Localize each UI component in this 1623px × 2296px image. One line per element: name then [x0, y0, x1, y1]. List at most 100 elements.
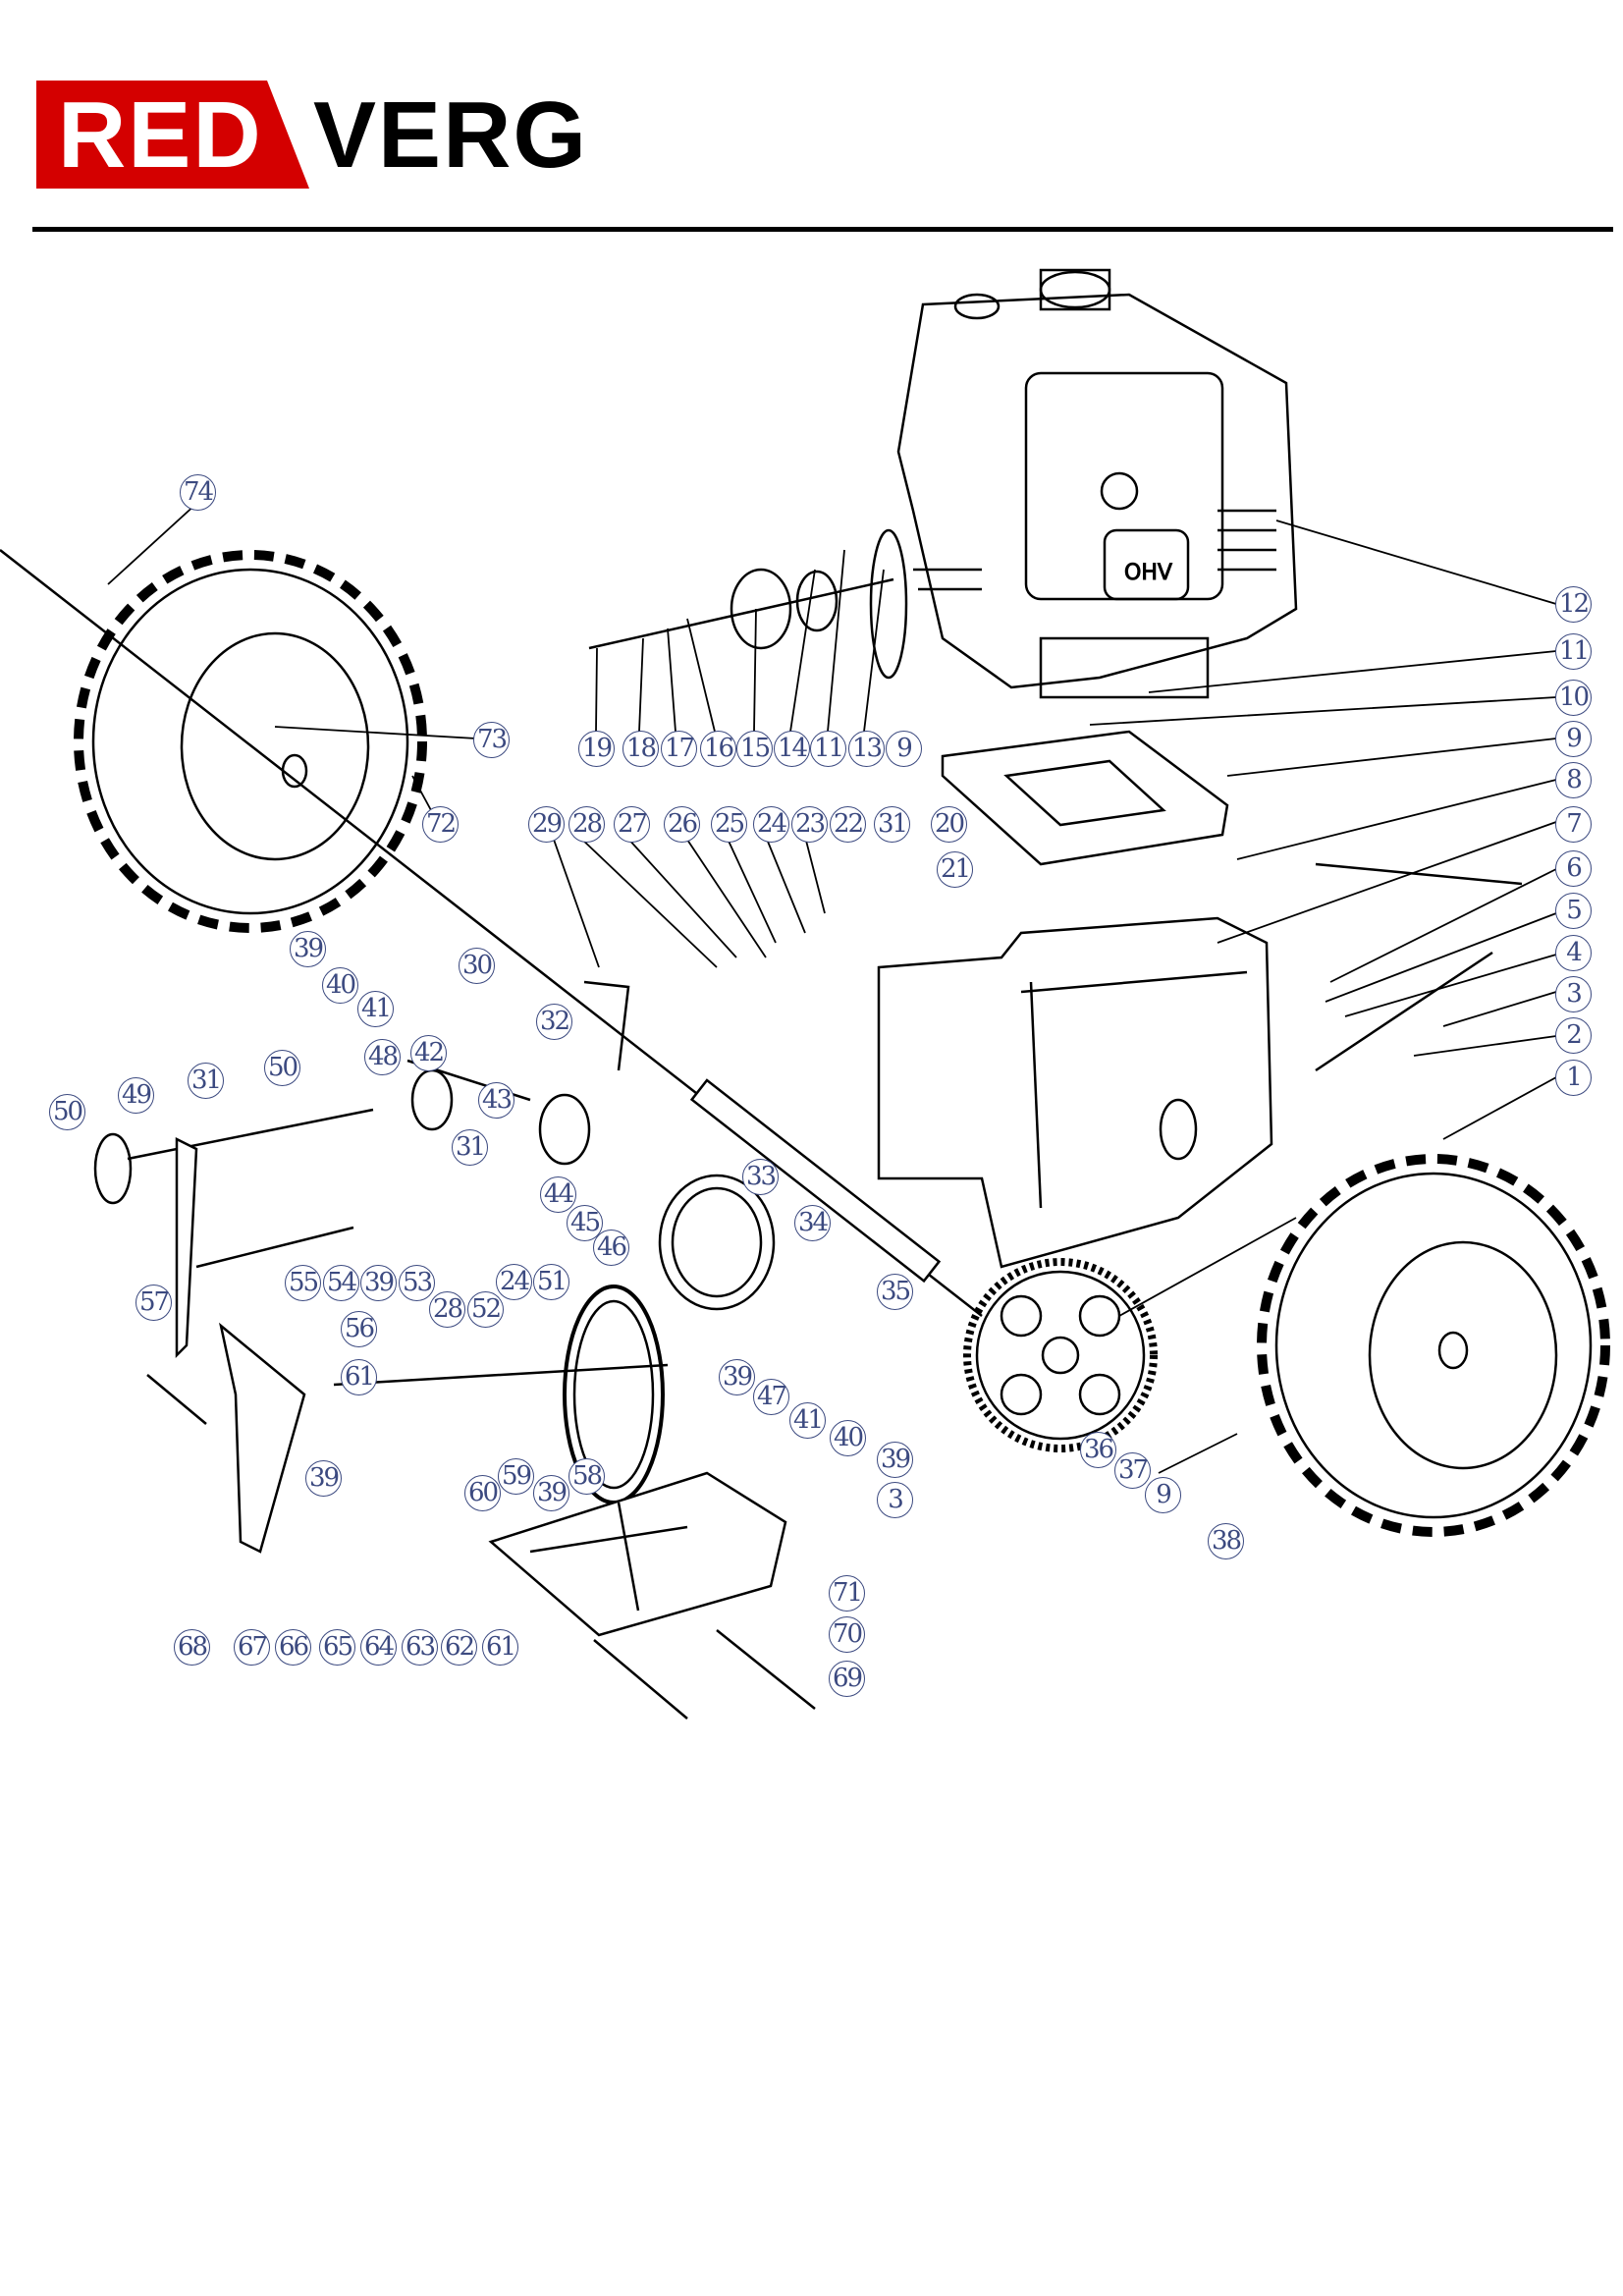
part-callout: 44	[540, 1176, 576, 1213]
part-callout: 41	[789, 1402, 826, 1439]
part-callout: 54	[323, 1265, 359, 1301]
part-callout: 39	[290, 931, 326, 967]
bottom-plate	[488, 1471, 787, 1637]
friction-disc	[658, 1174, 776, 1311]
part-callout: 68	[174, 1629, 210, 1666]
part-callout: 48	[364, 1039, 401, 1075]
part-callout: 17	[661, 731, 697, 767]
left-wheel	[74, 550, 427, 933]
part-callout: 8	[1555, 762, 1592, 798]
ohv-badge: OHV	[1124, 561, 1172, 585]
part-callout: 31	[874, 806, 910, 843]
part-callout: 28	[429, 1291, 465, 1328]
part-callout: 39	[360, 1265, 397, 1301]
part-callout: 39	[533, 1475, 569, 1511]
redverg-logo: RED VERG	[36, 81, 596, 191]
logo-red-block	[36, 81, 309, 189]
logo-text-verg: VERG	[313, 82, 589, 188]
part-callout: 14	[774, 731, 810, 767]
frame	[877, 916, 1273, 1269]
part-callout: 26	[664, 806, 700, 843]
part-callout: 66	[275, 1629, 311, 1666]
part-callout: 19	[578, 731, 615, 767]
part-callout: 61	[341, 1359, 377, 1395]
part-callout: 40	[830, 1420, 866, 1456]
large-gear	[963, 1258, 1158, 1452]
part-callout: 24	[753, 806, 789, 843]
part-callout: 31	[452, 1129, 488, 1166]
part-callout: 46	[593, 1230, 629, 1266]
part-callout: 43	[478, 1082, 514, 1119]
part-callout: 5	[1555, 893, 1592, 929]
part-callout: 69	[829, 1661, 865, 1697]
part-callout: 9	[1555, 721, 1592, 757]
part-callout: 27	[614, 806, 650, 843]
part-callout: 13	[848, 731, 885, 767]
part-callout: 6	[1555, 850, 1592, 887]
mount-plate	[941, 730, 1229, 866]
part-callout: 12	[1555, 586, 1592, 623]
part-callout: 47	[753, 1379, 789, 1415]
part-callout: 36	[1080, 1432, 1116, 1468]
part-callout: 9	[886, 731, 922, 767]
part-callout: 15	[736, 731, 773, 767]
part-callout: 71	[829, 1575, 865, 1612]
right-wheel	[1257, 1154, 1610, 1537]
part-callout: 3	[1555, 976, 1592, 1012]
part-callout: 55	[285, 1265, 321, 1301]
part-callout: 11	[810, 731, 846, 767]
part-callout: 58	[568, 1458, 605, 1495]
part-callout: 30	[459, 948, 495, 984]
part-callout: 72	[422, 806, 459, 843]
part-callout: 64	[360, 1629, 397, 1666]
part-callout: 11	[1555, 633, 1592, 670]
part-callout: 61	[482, 1629, 518, 1666]
part-callout: 52	[467, 1291, 504, 1328]
part-callout: 29	[528, 806, 565, 843]
part-callout: 18	[622, 731, 659, 767]
part-callout: 70	[829, 1616, 865, 1653]
part-callout: 40	[322, 967, 358, 1004]
part-callout: 56	[341, 1311, 377, 1347]
part-callout: 34	[794, 1205, 831, 1241]
part-callout: 21	[937, 851, 973, 888]
part-callout: 3	[877, 1482, 913, 1518]
part-callout: 73	[473, 722, 510, 758]
part-callout: 39	[305, 1460, 342, 1497]
header-divider	[32, 227, 1613, 232]
part-callout: 33	[742, 1159, 779, 1195]
part-callout: 25	[711, 806, 747, 843]
part-callout: 42	[410, 1035, 447, 1071]
part-callout: 59	[498, 1458, 534, 1495]
logo-text-red: RED	[58, 82, 263, 188]
part-callout: 28	[568, 806, 605, 843]
drive-belt	[869, 528, 908, 680]
part-callout: 23	[791, 806, 828, 843]
part-callout: 60	[464, 1475, 501, 1511]
part-callout: 51	[533, 1264, 569, 1300]
part-callout: 50	[264, 1050, 300, 1086]
part-callout: 39	[877, 1442, 913, 1478]
part-callout: 39	[719, 1359, 755, 1395]
part-callout: 65	[319, 1629, 355, 1666]
engine: OHV	[896, 268, 1298, 699]
part-callout: 38	[1208, 1523, 1244, 1559]
part-callout: 7	[1555, 806, 1592, 843]
part-callout: 20	[931, 806, 967, 843]
part-callout: 2	[1555, 1017, 1592, 1054]
part-callout: 53	[399, 1265, 435, 1301]
part-callout: 57	[135, 1285, 172, 1321]
part-callout: 62	[441, 1629, 477, 1666]
part-callout: 41	[357, 991, 394, 1027]
part-callout: 1	[1555, 1060, 1592, 1096]
part-callout: 37	[1114, 1452, 1151, 1489]
part-callout: 31	[188, 1063, 224, 1099]
part-callout: 24	[496, 1264, 532, 1300]
part-callout: 63	[402, 1629, 438, 1666]
part-callout: 32	[536, 1004, 572, 1040]
part-callout: 35	[877, 1274, 913, 1310]
part-callout: 74	[180, 474, 216, 511]
part-callout: 22	[830, 806, 866, 843]
part-callout: 4	[1555, 935, 1592, 971]
